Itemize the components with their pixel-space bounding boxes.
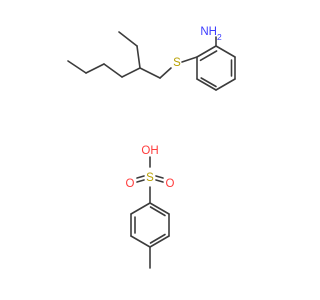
chain-bond <box>67 60 87 74</box>
ring-double-bond <box>200 77 217 88</box>
chain-bond <box>139 67 161 79</box>
upper-molecule: NH2 S <box>67 26 236 91</box>
ring-bond <box>215 78 236 91</box>
s-o-double-bond <box>136 179 145 183</box>
ring-bond <box>130 235 151 248</box>
s-o-double-bond <box>155 179 164 183</box>
sulfonyl-o-right-label: O <box>166 178 175 190</box>
chain-bond <box>121 67 141 78</box>
chain-bond <box>103 63 123 78</box>
sulfide-label: S <box>173 57 181 69</box>
ring-double-bond <box>149 233 166 244</box>
tolyl-ring <box>130 202 170 248</box>
ring-double-bond <box>199 50 218 62</box>
amine-label: NH2 <box>200 26 222 42</box>
s-ch2-bond <box>159 67 172 79</box>
sulfonyl-s-label: S <box>146 172 154 184</box>
chain-bond <box>136 45 141 69</box>
aryl-s-bond <box>181 56 198 63</box>
ring-bond <box>196 78 217 91</box>
chain-bond <box>85 63 105 74</box>
s-o-double-bond <box>155 175 164 179</box>
ring-bond <box>149 235 170 248</box>
aniline-ring <box>196 45 236 91</box>
ring-bond <box>130 202 151 215</box>
sulfonyl-o-left-label: O <box>126 178 135 190</box>
ring-bond <box>196 45 217 58</box>
ethylhexyl-chain <box>67 31 161 79</box>
ring-bond <box>149 202 170 215</box>
lower-molecule: OH S O O <box>126 145 175 269</box>
s-o-double-bond <box>136 175 145 179</box>
ring-bond <box>215 45 236 58</box>
structure-drawing: NH2 S OH S O O <box>67 26 236 269</box>
ring-double-bond <box>149 206 166 217</box>
amine-group: NH2 <box>200 26 222 42</box>
hydroxyl-label: OH <box>141 145 158 157</box>
chain-bond <box>118 31 138 47</box>
